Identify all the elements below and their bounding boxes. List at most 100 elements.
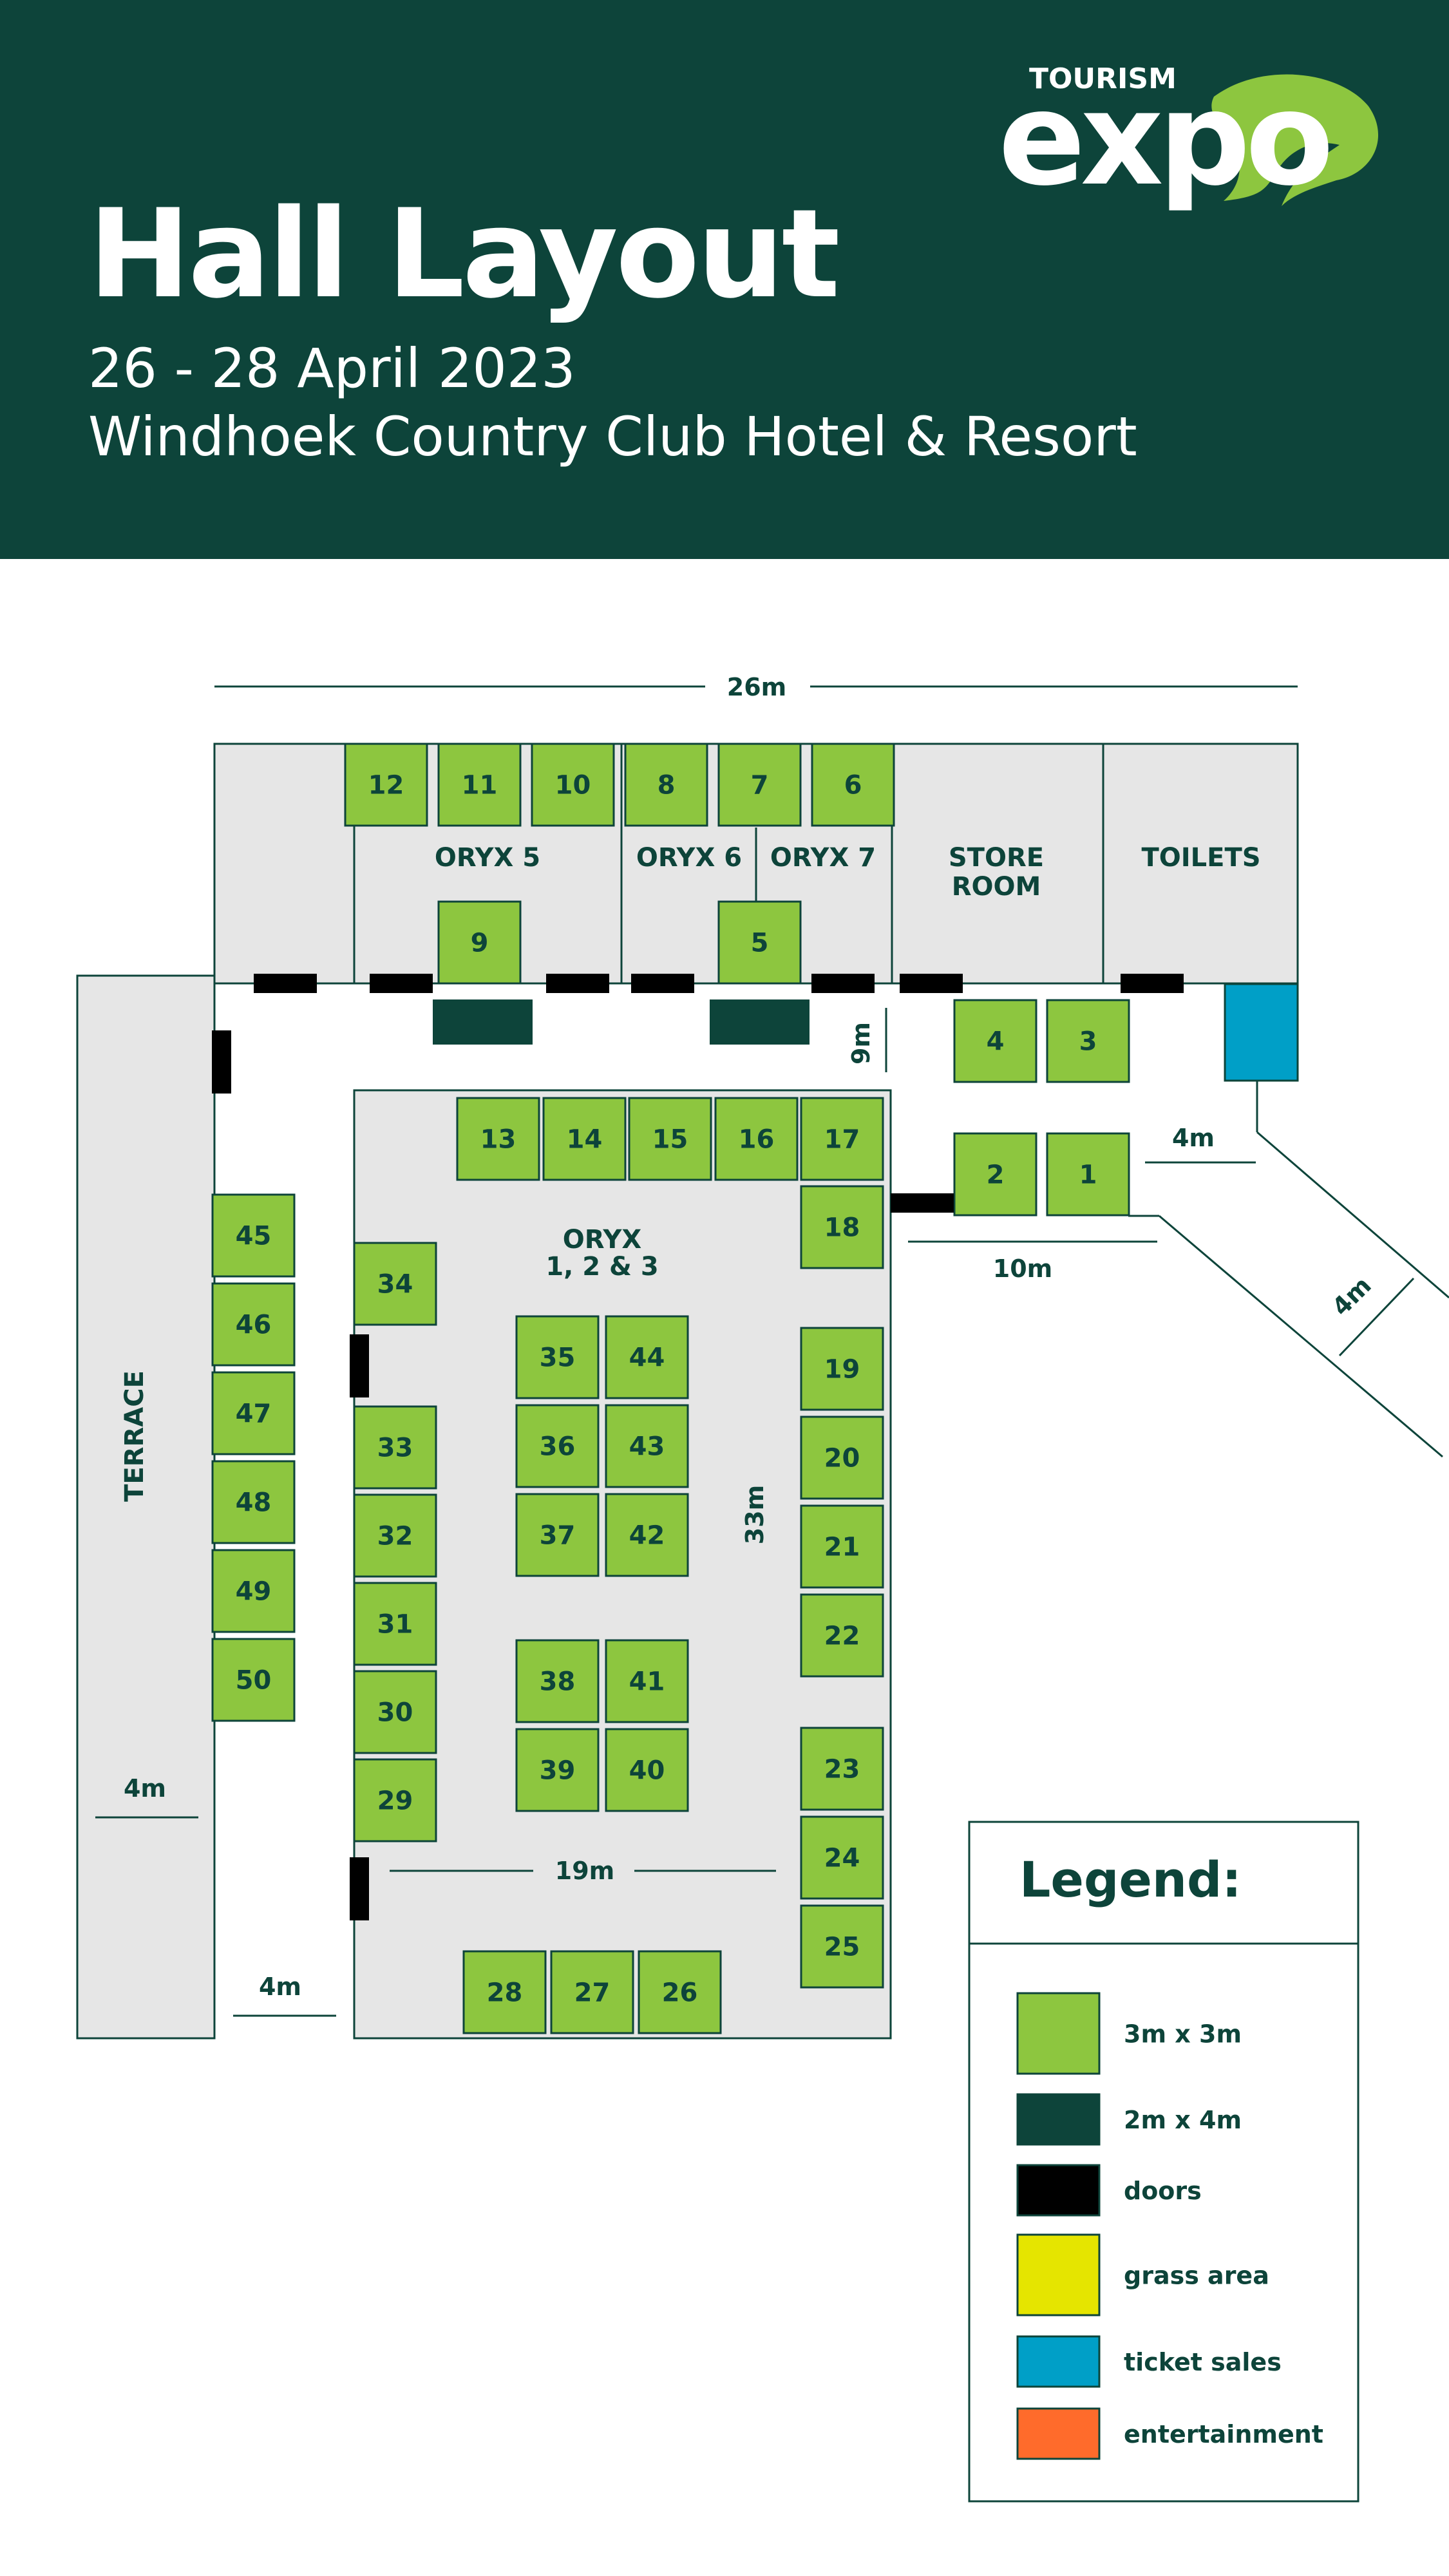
booth-44: 44: [605, 1315, 689, 1399]
booth-square: [456, 1097, 540, 1181]
booth-number: 3: [1079, 1027, 1097, 1057]
booth-number: 23: [824, 1755, 860, 1785]
booth-number: 8: [658, 771, 676, 800]
booth-square: [353, 1493, 437, 1578]
booth-square: [800, 1904, 884, 1989]
booth-41: 41: [605, 1639, 689, 1723]
booth-square: [515, 1493, 600, 1577]
booth-square: [800, 1185, 884, 1269]
booth-22: 22: [800, 1593, 884, 1678]
booth-number: 28: [487, 1978, 523, 2008]
dimension-10m: 10m: [908, 1240, 1157, 1283]
booth-square: [550, 1950, 634, 2034]
booth-38: 38: [515, 1639, 600, 1723]
dimension-26m-label: 26m: [727, 673, 786, 701]
booth-square: [211, 1193, 296, 1278]
booth-3: 3: [1046, 999, 1130, 1083]
booth-number: 18: [824, 1213, 860, 1243]
booth-6: 6: [811, 743, 895, 827]
booth-31: 31: [353, 1582, 437, 1666]
door-4: [631, 974, 694, 993]
booth-number: 5: [751, 929, 769, 958]
booth-43: 43: [605, 1404, 689, 1488]
booth-10: 10: [531, 743, 615, 827]
booth-number: 41: [629, 1667, 665, 1697]
booth-2: 2: [953, 1132, 1037, 1217]
booth-square: [211, 1460, 296, 1544]
dimension-10m-label: 10m: [993, 1255, 1052, 1283]
booth-square: [628, 1097, 712, 1181]
booth-26: 26: [638, 1950, 722, 2034]
dimension-9m: 9m: [847, 1008, 887, 1072]
booth-45: 45: [211, 1193, 296, 1278]
booth-number: 36: [540, 1432, 576, 1462]
booth-33: 33: [353, 1405, 437, 1490]
booth-number: 13: [480, 1125, 516, 1155]
booth-number: 12: [368, 771, 404, 800]
booth-20: 20: [800, 1416, 884, 1500]
booth-square: [211, 1371, 296, 1455]
terrace-area: TERRACE 4m: [76, 974, 216, 2040]
legend-swatch: [1016, 1992, 1101, 2075]
booth-14: 14: [542, 1097, 627, 1181]
booth-30: 30: [353, 1670, 437, 1754]
door-8: [891, 1193, 954, 1213]
booth-square: [953, 999, 1037, 1083]
booth-number: 26: [662, 1978, 698, 2008]
booth-number: 44: [629, 1343, 665, 1373]
booth-square: [624, 743, 708, 827]
dimension-passage-4m: 4m: [233, 1973, 336, 2017]
booth-square: [717, 743, 802, 827]
booth-number: 29: [377, 1786, 413, 1816]
booth-28: 28: [462, 1950, 547, 2034]
booth-35: 35: [515, 1315, 600, 1399]
booth-square: [800, 1416, 884, 1500]
booth-50: 50: [211, 1638, 296, 1722]
booth-number: 43: [629, 1432, 665, 1462]
booth-square: [953, 1132, 1037, 1217]
logo-swoosh-icon: [1211, 74, 1379, 206]
booth-square: [1046, 999, 1130, 1083]
booth-square: [800, 1327, 884, 1411]
booth-square: [800, 1097, 884, 1181]
booth-number: 9: [471, 929, 489, 958]
booth-square: [515, 1315, 600, 1399]
legend-item: doors: [1016, 2164, 1202, 2217]
booth-5: 5: [717, 900, 802, 985]
booth-square: [542, 1097, 627, 1181]
door-10: [350, 1334, 369, 1397]
booth-square: [531, 743, 615, 827]
booth-square: [800, 1727, 884, 1811]
booth-number: 37: [540, 1521, 576, 1551]
room-oryx-5: ORYX 5: [435, 843, 540, 873]
legend-title: Legend:: [1019, 1851, 1242, 1908]
large-booth-2: [710, 999, 810, 1045]
dimension-4m-right: 4m: [1145, 1124, 1256, 1164]
ticket-sales-booth: [1224, 983, 1299, 1082]
booth-number: 19: [824, 1355, 860, 1385]
booth-number: 27: [574, 1978, 611, 2008]
booth-square: [605, 1639, 689, 1723]
legend-swatch: [1016, 2093, 1101, 2146]
door-7: [1121, 974, 1184, 993]
large-booth-1: [433, 999, 533, 1045]
dimension-9m-label: 9m: [847, 1022, 875, 1065]
booth-square: [605, 1315, 689, 1399]
booth-16: 16: [714, 1097, 799, 1181]
booth-15: 15: [628, 1097, 712, 1181]
booth-21: 21: [800, 1504, 884, 1589]
legend-item: grass area: [1016, 2233, 1269, 2316]
event-dates: 26 - 28 April 2023: [88, 337, 576, 400]
booth-number: 50: [236, 1666, 272, 1696]
booth-23: 23: [800, 1727, 884, 1811]
corridor-4m-label: 4m: [1327, 1271, 1377, 1321]
booth-29: 29: [353, 1758, 437, 1842]
booth-19: 19: [800, 1327, 884, 1411]
dimension-26m: 26m: [214, 673, 1298, 701]
booth-number: 49: [236, 1577, 272, 1607]
booth-square: [437, 900, 522, 985]
booth-39: 39: [515, 1728, 600, 1812]
booth-32: 32: [353, 1493, 437, 1578]
